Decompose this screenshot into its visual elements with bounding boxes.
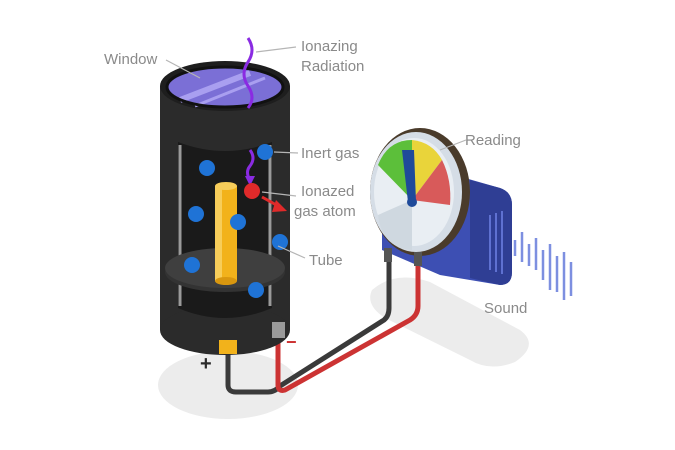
positive-terminal: [219, 340, 237, 354]
radiation-label-line2: Radiation: [301, 58, 364, 75]
meter-post: [414, 252, 422, 266]
minus-sign: −: [286, 332, 297, 352]
tube-label: Tube: [309, 252, 343, 269]
inert-atom: [248, 282, 264, 298]
inert-atom: [184, 257, 200, 273]
ionized-label-line2: gas atom: [294, 203, 356, 220]
window-label: Window: [104, 51, 158, 68]
dial-zone-yellow: [412, 140, 442, 200]
inert-atom: [188, 206, 204, 222]
dial-zone-red: [412, 160, 451, 205]
positive-wire: [225, 258, 392, 395]
inert-atom: [272, 234, 288, 250]
reading-label: Reading: [465, 132, 521, 149]
gas-atoms: [184, 144, 288, 298]
wires: [225, 258, 421, 395]
inert-atom: [199, 160, 215, 176]
ionized-label-line1: Ionazed: [301, 183, 354, 200]
sound-waves: [513, 232, 573, 300]
radiation-label-line1: Ionazing: [301, 38, 358, 55]
meter-post: [384, 248, 392, 262]
inert-atom: [230, 214, 246, 230]
inert-atom: [257, 144, 273, 160]
geiger-tube: [160, 61, 290, 355]
radiation-waves: [242, 37, 255, 186]
meter-vents: [489, 211, 503, 274]
sound-label: Sound: [484, 300, 527, 317]
reading-meter: [370, 128, 512, 285]
dial-needle: [402, 150, 416, 202]
inert-gas-label: Inert gas: [301, 145, 359, 162]
plus-sign: +: [200, 353, 212, 375]
negative-wire: [275, 262, 421, 393]
negative-terminal: [272, 322, 285, 338]
leader-lines: [165, 46, 467, 259]
ion-atom: [244, 183, 260, 199]
